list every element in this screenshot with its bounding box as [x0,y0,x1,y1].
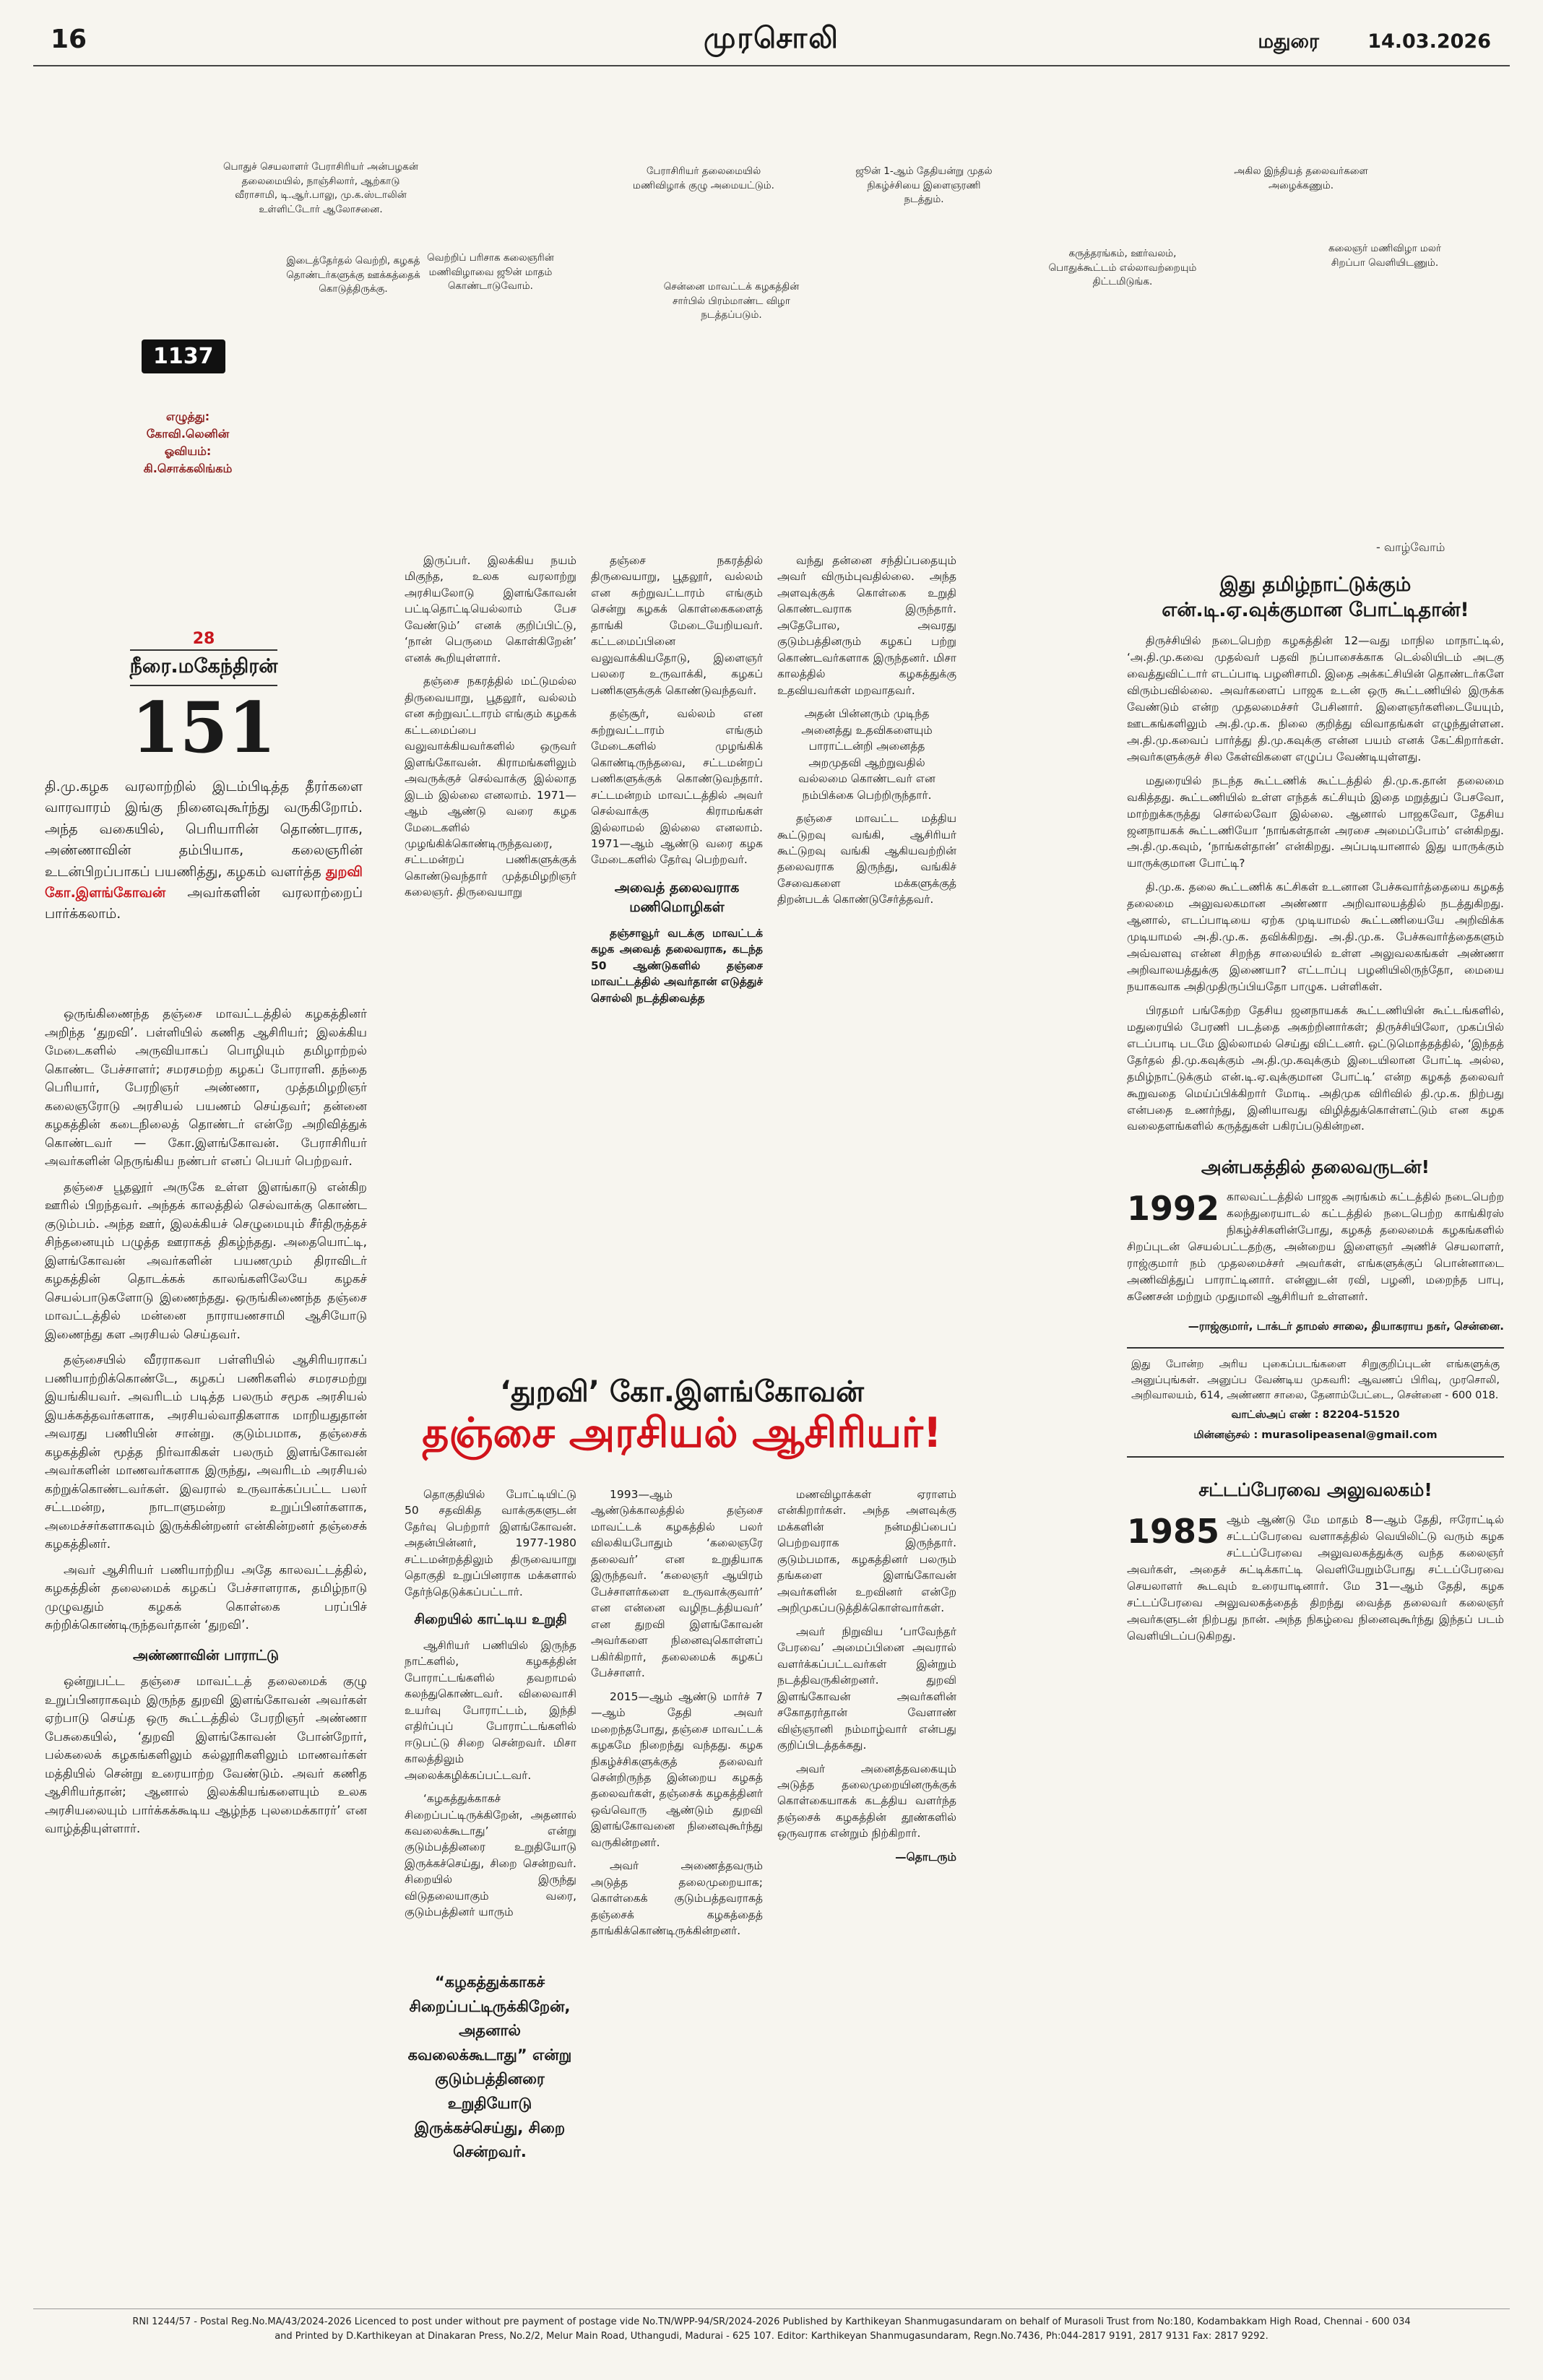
episode-number: 28 [192,630,215,648]
article-column-1: ஒருங்கிணைந்த தஞ்சை மாவட்டத்தில் கழகத்தின… [45,1005,367,2280]
pull-quote: “கழகத்துக்காகச் சிறைப்பட்டிருக்கிறேன், அ… [407,1973,572,2161]
paragraph: ஆம் ஆண்டு மே மாதம் 8—ஆம் தேதி, ஈரோட்டில்… [1127,1513,1504,1643]
intro-text-1: தி.மு.கழக வரலாற்றில் இடம்பிடித்த தீரர்கள… [45,778,363,880]
paragraph: இருப்பர். இலக்கிய நயம் மிகுந்த, உலக வரலா… [405,554,576,665]
paragraph: மதுரையில் நடந்த கூட்டணிக் கூட்டத்தில் தி… [1127,774,1504,870]
paragraph: தொகுதியில் போட்டியிட்டு 50 சதவிகித வாக்க… [405,1488,576,1598]
opinion-headline-line2: என்.டி.ஏ.வுக்குமான போட்டிதான்! [1162,599,1469,622]
edition-date: 14.03.2026 [1367,30,1491,53]
paragraph: 2015—ஆம் ஆண்டு மார்ச் 7—ஆம் தேதி அவர் மற… [591,1689,763,1849]
bold-lead: தஞ்சாவூர் வடக்கு மாவட்டக் கழக அவைத் தலைவ… [591,927,763,1005]
paragraph: ஒன்றுபட்ட தஞ்சை மாவட்டத் தலைமைக் குழு உற… [45,1674,367,1836]
serial-header: 28 நீரை.மகேந்திரன் 151 தி.மு.கழக வரலாற்ற… [45,630,363,925]
article-column-2-upper: இருப்பர். இலக்கிய நயம் மிகுந்த, உலக வரலா… [405,553,576,1370]
comic-bubble: பொதுச் செயலாளர் பேராசிரியர் அன்பழகன் தலை… [222,161,419,215]
headline-kicker: ‘துறவி’ கோ.இளங்கோவன் [500,1375,864,1408]
paragraph: தி.மு.க. தலை கூட்டணிக் கட்சிகள் உடனான பே… [1127,880,1504,993]
paragraph: அவர் அனைத்தவகையும் அடுத்த தலைமுறையினருக்… [777,1762,956,1840]
paragraph: தஞ்சை மாவட்ட மத்திய கூட்டுறவு வங்கி, ஆசி… [777,812,956,906]
article-column-4-upper: வந்து தன்னை சந்திப்பதையும் அவர் விரும்பு… [777,553,956,1370]
comic-bubble: பேராசிரியர் தலைமையில் மணிவிழாக் குழு அமை… [633,165,774,191]
letter-signature: —ராஜ்குமார், டாக்டர் தாமஸ் சாலை, தியாகரா… [1188,1319,1504,1333]
comic-strip-number: 1137 [142,339,225,373]
page-number: 16 [51,25,87,54]
paragraph: 1993—ஆம் ஆண்டுக்காலத்தில் தஞ்சை மாவட்டக்… [591,1488,763,1680]
comic-bubble: ஜூன் 1-ஆம் தேதியன்று முதல் நிகழ்ச்சியை இ… [855,165,993,206]
shaped-paragraph: அதன் பின்னரும் முடிந்த அனைத்து உதவிகளையு… [798,707,935,802]
paragraph: காலவட்டத்தில் பாஜக அரங்கம் கட்டத்தில் நட… [1127,1190,1504,1303]
subhead-prison-resolve: சிறையில் காட்டிய உறுதி [414,1611,567,1628]
edition-city: மதுரை [1258,30,1319,53]
paragraph: தஞ்சூர், வல்லம் என சுற்றுவட்டாரம் எங்கும… [591,707,763,867]
writer-label: எழுத்து: [165,410,210,423]
newspaper-title: முரசொலி [704,22,839,55]
artist-name: கி.சொக்கலிங்கம் [143,462,233,475]
article-column-3-lower: 1993—ஆம் ஆண்டுக்காலத்தில் தஞ்சை மாவட்டக்… [591,1487,763,2277]
article-column-3-upper: தஞ்சை நகரத்தில் திருவையாறு, பூதலூர், வல்… [591,553,763,1370]
serial-intro: தி.மு.கழக வரலாற்றில் இடம்பிடித்த தீரர்கள… [45,776,363,925]
comic-credits: எழுத்து: கோவி.லெனின் ஓவியம்: கி.சொக்கலிங… [108,408,267,477]
paragraph: பிரதமர் பங்கேற்ற தேசிய ஜனநாயகக் கூட்டணிய… [1127,1003,1504,1133]
memory1-title: அன்பகத்தில் தலைவருடன்! [1201,1156,1430,1178]
memory1-body: 1992 காலவட்டத்தில் பாஜக அரங்கம் கட்டத்தி… [1127,1189,1504,1312]
paragraph: அவர் அணைத்தவரும் அடுத்த தலைமுறையாக; கொள்… [591,1859,763,1938]
comic-bubble: அகில இந்தியத் தலைவர்களை அழைக்கணும். [1234,165,1368,191]
article-column-4-lower: மணவிழாக்கள் ஏராளம் என்கிறார்கள். அந்த அள… [777,1487,956,2270]
memory2-body: 1985 ஆம் ஆண்டு மே மாதம் 8—ஆம் தேதி, ஈரோட… [1127,1512,1504,1652]
notice-text: இது போன்ற அரிய புகைப்படங்களை சிறுகுறிப்ப… [1131,1359,1500,1402]
paragraph: ஒருங்கிணைந்த தஞ்சை மாவட்டத்தில் கழகத்தின… [45,1007,367,1169]
memory2-year: 1985 [1127,1512,1220,1552]
memory1-year: 1992 [1127,1189,1220,1229]
comic-bubble: கலைஞர் மணிவிழா மலர் சிறப்பா வெளியிடணும். [1328,243,1442,269]
paragraph: ‘கழகத்துக்காகச் சிறைப்பட்டிருக்கிறேன், அ… [405,1792,576,1919]
paragraph: தஞ்சை நகரத்தில் திருவையாறு, பூதலூர், வல்… [591,554,763,697]
paragraph: அவர் ஆசிரியர் பணியாற்றிய அதே காலவட்டத்தி… [45,1562,367,1633]
to-be-continued: —தொடரும் [895,1850,956,1864]
article-column-2-lower: தொகுதியில் போட்டியிட்டு 50 சதவிகித வாக்க… [405,1487,576,1960]
opinion-headline: இது தமிழ்நாட்டுக்கும் என்.டி.ஏ.வுக்குமான… [1127,572,1504,623]
imprint-footer: RNI 1244/57 - Postal Reg.No.MA/43/2024-2… [43,2315,1500,2343]
paragraph: அவர் நிறுவிய ‘பாவேந்தர் பேரவை’ அமைப்பினை… [777,1624,956,1752]
subhead-avai-thalaivar: அவைத் தலைவராக மணிமொழிகள் [614,879,740,916]
comic-signoff: - வாழ்வோம் [1376,540,1445,554]
footer-rule [33,2308,1510,2309]
opinion-headline-line1: இது தமிழ்நாட்டுக்கும் [1219,574,1412,596]
headline-main: தஞ்சை அரசியல் ஆசிரியர்! [422,1409,942,1457]
writer-name: கோவி.லெனின் [146,427,230,441]
paragraph: ஆசிரியர் பணியில் இருந்த நாட்களில், கழகத்… [405,1638,576,1782]
paragraph: தஞ்சையில் வீரராகவா பள்ளியில் ஆசிரியராகப்… [45,1353,367,1552]
imprint-line-2: and Printed by D.Karthikeyan at Dinakara… [275,2330,1268,2342]
whatsapp-number: வாட்ஸ்அப் எண் : 82204-51520 [1231,1409,1400,1421]
serial-author: நீரை.மகேந்திரன் [129,649,278,686]
paragraph: தஞ்சை பூதலூர் அருகே உள்ள இளங்காடு என்கிற… [45,1180,367,1342]
memory2-title: சட்டப்பேரவை அலுவலகம்! [1198,1479,1432,1501]
intro-text-2: அவர்களின் வரலாற்றைப் பார்க்கலாம். [45,884,363,922]
intro-highlight: துறவி கோ.இளங்கோவன் [45,863,363,901]
serial-number: 151 [131,687,277,769]
paragraph: திருச்சியில் நடைபெற்ற கழகத்தின் 12—வது ம… [1127,634,1504,763]
subhead-anna-praise: அண்ணாவின் பாராட்டு [133,1647,279,1663]
paragraph: வந்து தன்னை சந்திப்பதையும் அவர் விரும்பு… [777,554,956,697]
comic-bubble: இடைத்தேர்தல் வெற்றி, கழகத் தொண்டர்களுக்க… [286,255,420,295]
artist-label: ஓவியம்: [164,444,212,458]
paragraph: தஞ்சை நகரத்தில் மட்டுமல்ல திருவையாறு, பூ… [405,675,576,899]
submission-notice-box: இது போன்ற அரிய புகைப்படங்களை சிறுகுறிப்ப… [1127,1347,1504,1458]
main-headline-band: ‘துறவி’ கோ.இளங்கோவன் தஞ்சை அரசியல் ஆசிரி… [405,1376,959,1481]
comic-bubble: கருத்தரங்கம், ஊர்வலம், பொதுக்கூட்டம் எல்… [1048,248,1197,288]
opinion-column: இது தமிழ்நாட்டுக்கும் என்.டி.ஏ.வுக்குமான… [1127,572,1504,2288]
comic-bubble: வெற்றிப் பரிசாக கலைஞரின் மணிவிழாவை ஜூன் … [427,252,554,293]
paragraph: மணவிழாக்கள் ஏராளம் என்கிறார்கள். அந்த அள… [777,1488,956,1615]
header-rule [33,65,1510,66]
email-address: மின்னஞ்சல் : murasolipeasenal@gmail.com [1193,1429,1438,1441]
comic-bubble: சென்னை மாவட்டக் கழகத்தின் சார்பில் பிரம்… [663,281,800,321]
imprint-line-1: RNI 1244/57 - Postal Reg.No.MA/43/2024-2… [132,2316,1411,2327]
